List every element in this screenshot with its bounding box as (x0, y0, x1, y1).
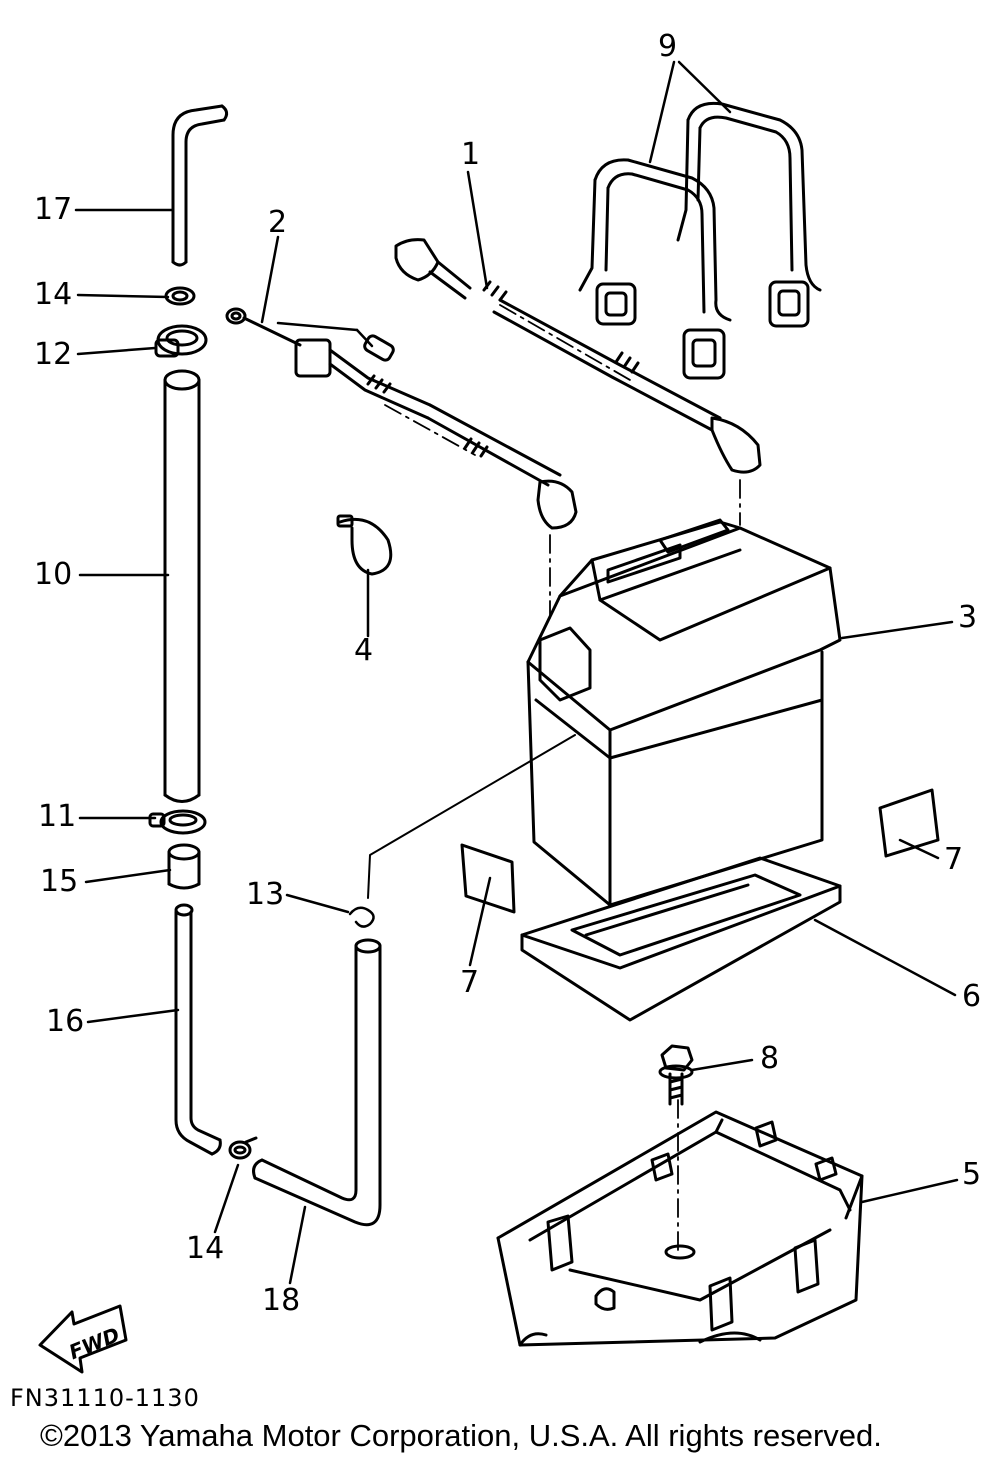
callout-3: 3 (958, 600, 978, 635)
callout-17: 17 (34, 192, 73, 227)
part-9-straps (578, 101, 822, 380)
part-14-clip-top (164, 286, 196, 306)
callout-5: 5 (962, 1157, 982, 1192)
callout-8: 8 (760, 1041, 780, 1076)
callout-6: 6 (962, 979, 982, 1014)
part-8-bolt (658, 1044, 694, 1106)
copyright-notice: ©2013 Yamaha Motor Corporation, U.S.A. A… (40, 1418, 882, 1453)
callout-11: 11 (38, 799, 77, 834)
breather-route-line (367, 734, 576, 899)
part-12-clamp (154, 324, 208, 358)
callout-15: 15 (40, 864, 79, 899)
part-13-clip (348, 906, 375, 928)
part-18-l-hose (252, 938, 382, 1227)
callout-12: 12 (34, 337, 73, 372)
installation-lines (384, 304, 741, 1251)
callout-14-top: 14 (34, 277, 73, 312)
part-17-bent-tube (171, 104, 229, 267)
callout-1: 1 (461, 137, 481, 172)
part-6-tray (520, 856, 842, 1022)
callout-16: 16 (46, 1004, 85, 1039)
part-7-pad-left (460, 843, 516, 914)
part-3-battery (526, 518, 842, 907)
part-4-cable-tie (336, 514, 393, 576)
leader-lines (74, 60, 959, 1285)
callout-2: 2 (268, 205, 288, 240)
callout-14-bottom: 14 (186, 1231, 225, 1266)
part-2-negative-cable (225, 307, 578, 530)
part-16-bent-tube (174, 903, 222, 1156)
part-1-positive-cable (394, 238, 762, 474)
callout-13: 13 (246, 877, 285, 912)
callout-7-right: 7 (944, 842, 964, 877)
callout-9: 9 (658, 29, 678, 64)
part-15-collar (167, 843, 201, 890)
callout-18: 18 (262, 1283, 301, 1318)
fwd-label: FWD (65, 1322, 123, 1364)
callout-10: 10 (34, 557, 73, 592)
part-7-pad-right (878, 788, 940, 858)
fwd-arrow-icon: FWD (38, 1304, 128, 1374)
callout-7-left: 7 (460, 965, 480, 1000)
part-11-clamp (148, 809, 207, 835)
callout-4: 4 (354, 633, 374, 668)
part-10-long-tube (163, 369, 201, 803)
part-14-clip-bottom (228, 1136, 258, 1160)
part-5-battery-box (496, 1110, 864, 1347)
drawing-code: FN31110-1130 (10, 1384, 200, 1412)
